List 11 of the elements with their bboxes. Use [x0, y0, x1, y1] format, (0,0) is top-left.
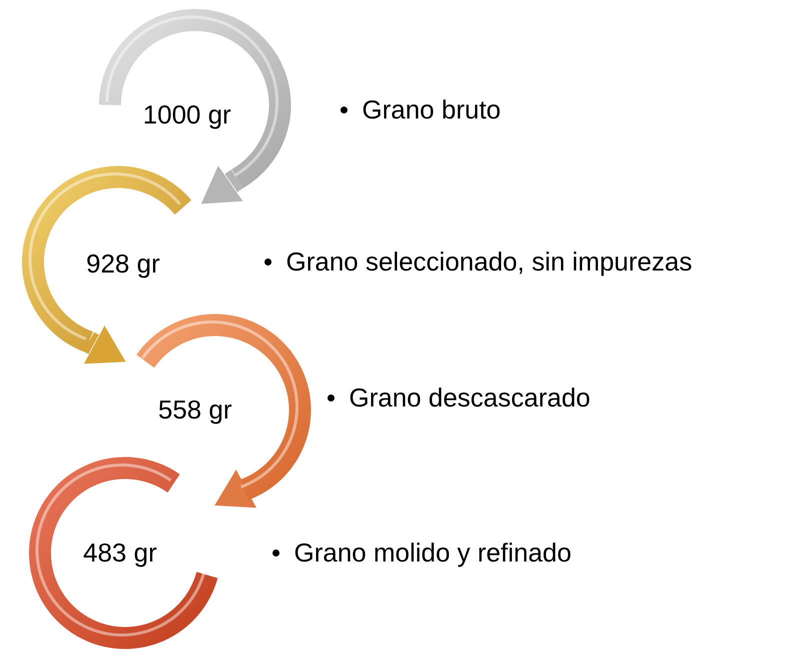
- arrow: [199, 163, 246, 206]
- stage-description: Grano molido y refinado: [294, 538, 572, 568]
- weight-label: 558 gr: [158, 394, 232, 426]
- arrow: [82, 323, 128, 366]
- stage-description: Grano bruto: [362, 94, 501, 126]
- weight-label: 1000 gr: [142, 100, 232, 130]
- weight-label: 483 gr: [83, 538, 157, 568]
- arrow: [212, 467, 258, 510]
- stage-description: Grano descascarado: [349, 382, 590, 414]
- weight-label: 928 gr: [86, 248, 160, 280]
- stage-description: Grano seleccionado, sin impurezas: [286, 246, 692, 278]
